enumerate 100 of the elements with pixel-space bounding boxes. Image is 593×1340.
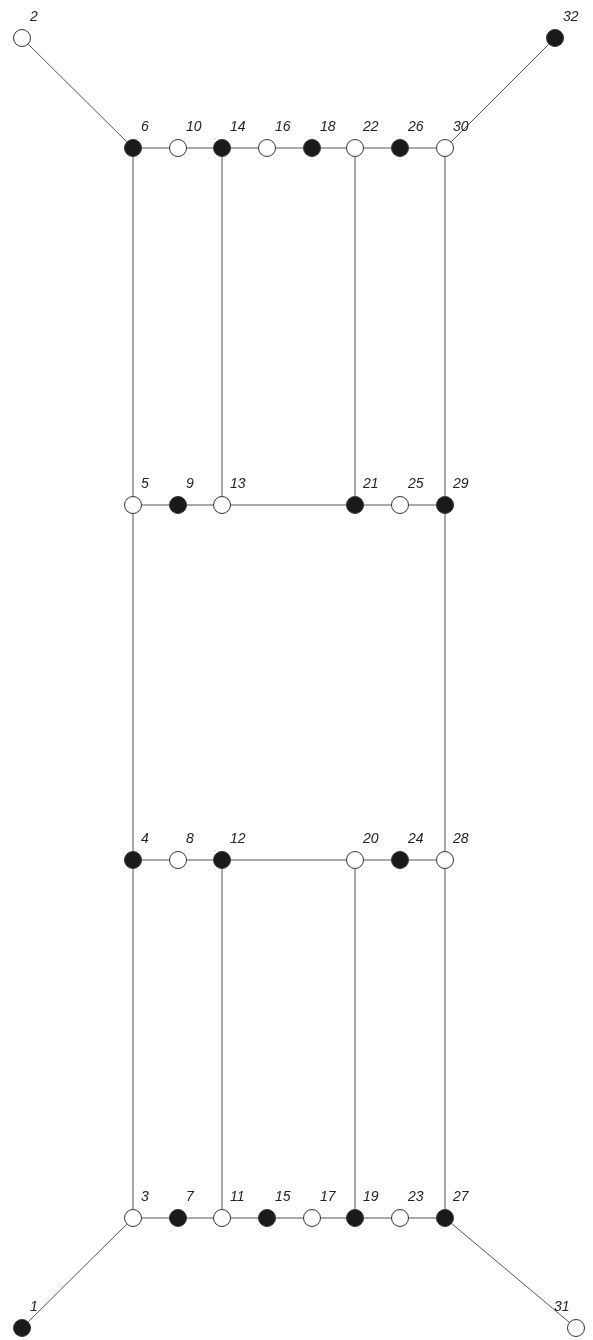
hollow-vertex <box>567 1319 585 1337</box>
vertex-number: 9 <box>186 475 194 491</box>
hollow-vertex <box>436 851 454 869</box>
edge-line <box>221 156 223 497</box>
edge-line <box>444 513 446 852</box>
edge-line <box>450 43 550 143</box>
edge-line <box>132 156 134 497</box>
vertex-number: 26 <box>408 118 424 134</box>
edge-line <box>354 156 356 497</box>
filled-vertex <box>346 1209 364 1227</box>
edge-line <box>186 1217 214 1219</box>
filled-vertex <box>303 139 321 157</box>
filled-vertex <box>169 496 187 514</box>
edge-line <box>132 513 134 852</box>
filled-vertex <box>258 1209 276 1227</box>
vertex-number: 17 <box>320 1188 336 1204</box>
vertex-number: 24 <box>408 830 424 846</box>
edge-line <box>230 1217 259 1219</box>
edge-line <box>27 43 128 143</box>
vertex-number: 14 <box>230 118 246 134</box>
filled-vertex <box>436 1209 454 1227</box>
filled-vertex <box>124 139 142 157</box>
edge-line <box>230 147 259 149</box>
edge-line <box>186 504 214 506</box>
filled-vertex <box>213 139 231 157</box>
edge-line <box>363 859 392 861</box>
edge-line <box>186 859 214 861</box>
vertex-number: 10 <box>186 118 202 134</box>
edge-line <box>408 504 437 506</box>
hollow-vertex <box>303 1209 321 1227</box>
edge-line <box>141 504 170 506</box>
edge-line <box>363 147 392 149</box>
edge-line <box>230 504 347 506</box>
hollow-vertex <box>124 496 142 514</box>
filled-vertex <box>391 139 409 157</box>
vertex-number: 4 <box>141 830 149 846</box>
edge-line <box>444 156 446 497</box>
edge-line <box>363 504 392 506</box>
hollow-vertex <box>13 29 31 47</box>
edge-line <box>275 1217 304 1219</box>
hollow-vertex <box>258 139 276 157</box>
edge-line <box>363 1217 392 1219</box>
vertex-number: 22 <box>363 118 379 134</box>
vertex-number: 23 <box>408 1188 424 1204</box>
edge-line <box>320 147 347 149</box>
hollow-vertex <box>213 496 231 514</box>
filled-vertex <box>124 851 142 869</box>
vertex-number: 29 <box>453 475 469 491</box>
vertex-number: 32 <box>563 8 579 24</box>
vertex-number: 16 <box>275 118 291 134</box>
vertex-number: 8 <box>186 830 194 846</box>
edge-line <box>408 147 437 149</box>
vertex-number: 11 <box>230 1188 245 1204</box>
filled-vertex <box>391 851 409 869</box>
edge-line <box>408 1217 437 1219</box>
vertex-number: 1 <box>30 1298 38 1314</box>
vertex-number: 25 <box>408 475 424 491</box>
hollow-vertex <box>169 139 187 157</box>
filled-vertex <box>436 496 454 514</box>
edge-line <box>186 147 214 149</box>
hollow-vertex <box>391 496 409 514</box>
edge-line <box>451 1223 570 1323</box>
vertex-number: 27 <box>453 1188 469 1204</box>
edge-line <box>141 1217 170 1219</box>
hollow-vertex <box>124 1209 142 1227</box>
vertex-number: 30 <box>453 118 469 134</box>
vertex-number: 18 <box>320 118 336 134</box>
edge-line <box>444 868 446 1210</box>
hollow-vertex <box>346 139 364 157</box>
edge-line <box>320 1217 347 1219</box>
edge-line <box>132 868 134 1210</box>
vertex-number: 19 <box>363 1188 379 1204</box>
edge-line <box>221 868 223 1210</box>
vertex-number: 6 <box>141 118 149 134</box>
vertex-number: 2 <box>30 8 38 24</box>
filled-vertex <box>213 851 231 869</box>
vertex-number: 15 <box>275 1188 291 1204</box>
vertex-number: 28 <box>453 830 469 846</box>
vertex-number: 13 <box>230 475 246 491</box>
edge-line <box>408 859 437 861</box>
vertex-number: 3 <box>141 1188 149 1204</box>
filled-vertex <box>13 1319 31 1337</box>
vertex-number: 5 <box>141 475 149 491</box>
vertex-number: 7 <box>186 1188 194 1204</box>
hollow-vertex <box>213 1209 231 1227</box>
edge-line <box>354 868 356 1210</box>
hollow-vertex <box>169 851 187 869</box>
vertex-number: 31 <box>554 1298 570 1314</box>
vertex-number: 21 <box>363 475 379 491</box>
vertex-number: 12 <box>230 830 246 846</box>
edge-line <box>275 147 304 149</box>
vertex-number: 20 <box>363 830 379 846</box>
edge-line <box>27 1223 128 1323</box>
hollow-vertex <box>436 139 454 157</box>
edge-line <box>141 147 170 149</box>
hollow-vertex <box>346 851 364 869</box>
filled-vertex <box>546 29 564 47</box>
edge-line <box>141 859 170 861</box>
hollow-vertex <box>391 1209 409 1227</box>
filled-vertex <box>169 1209 187 1227</box>
